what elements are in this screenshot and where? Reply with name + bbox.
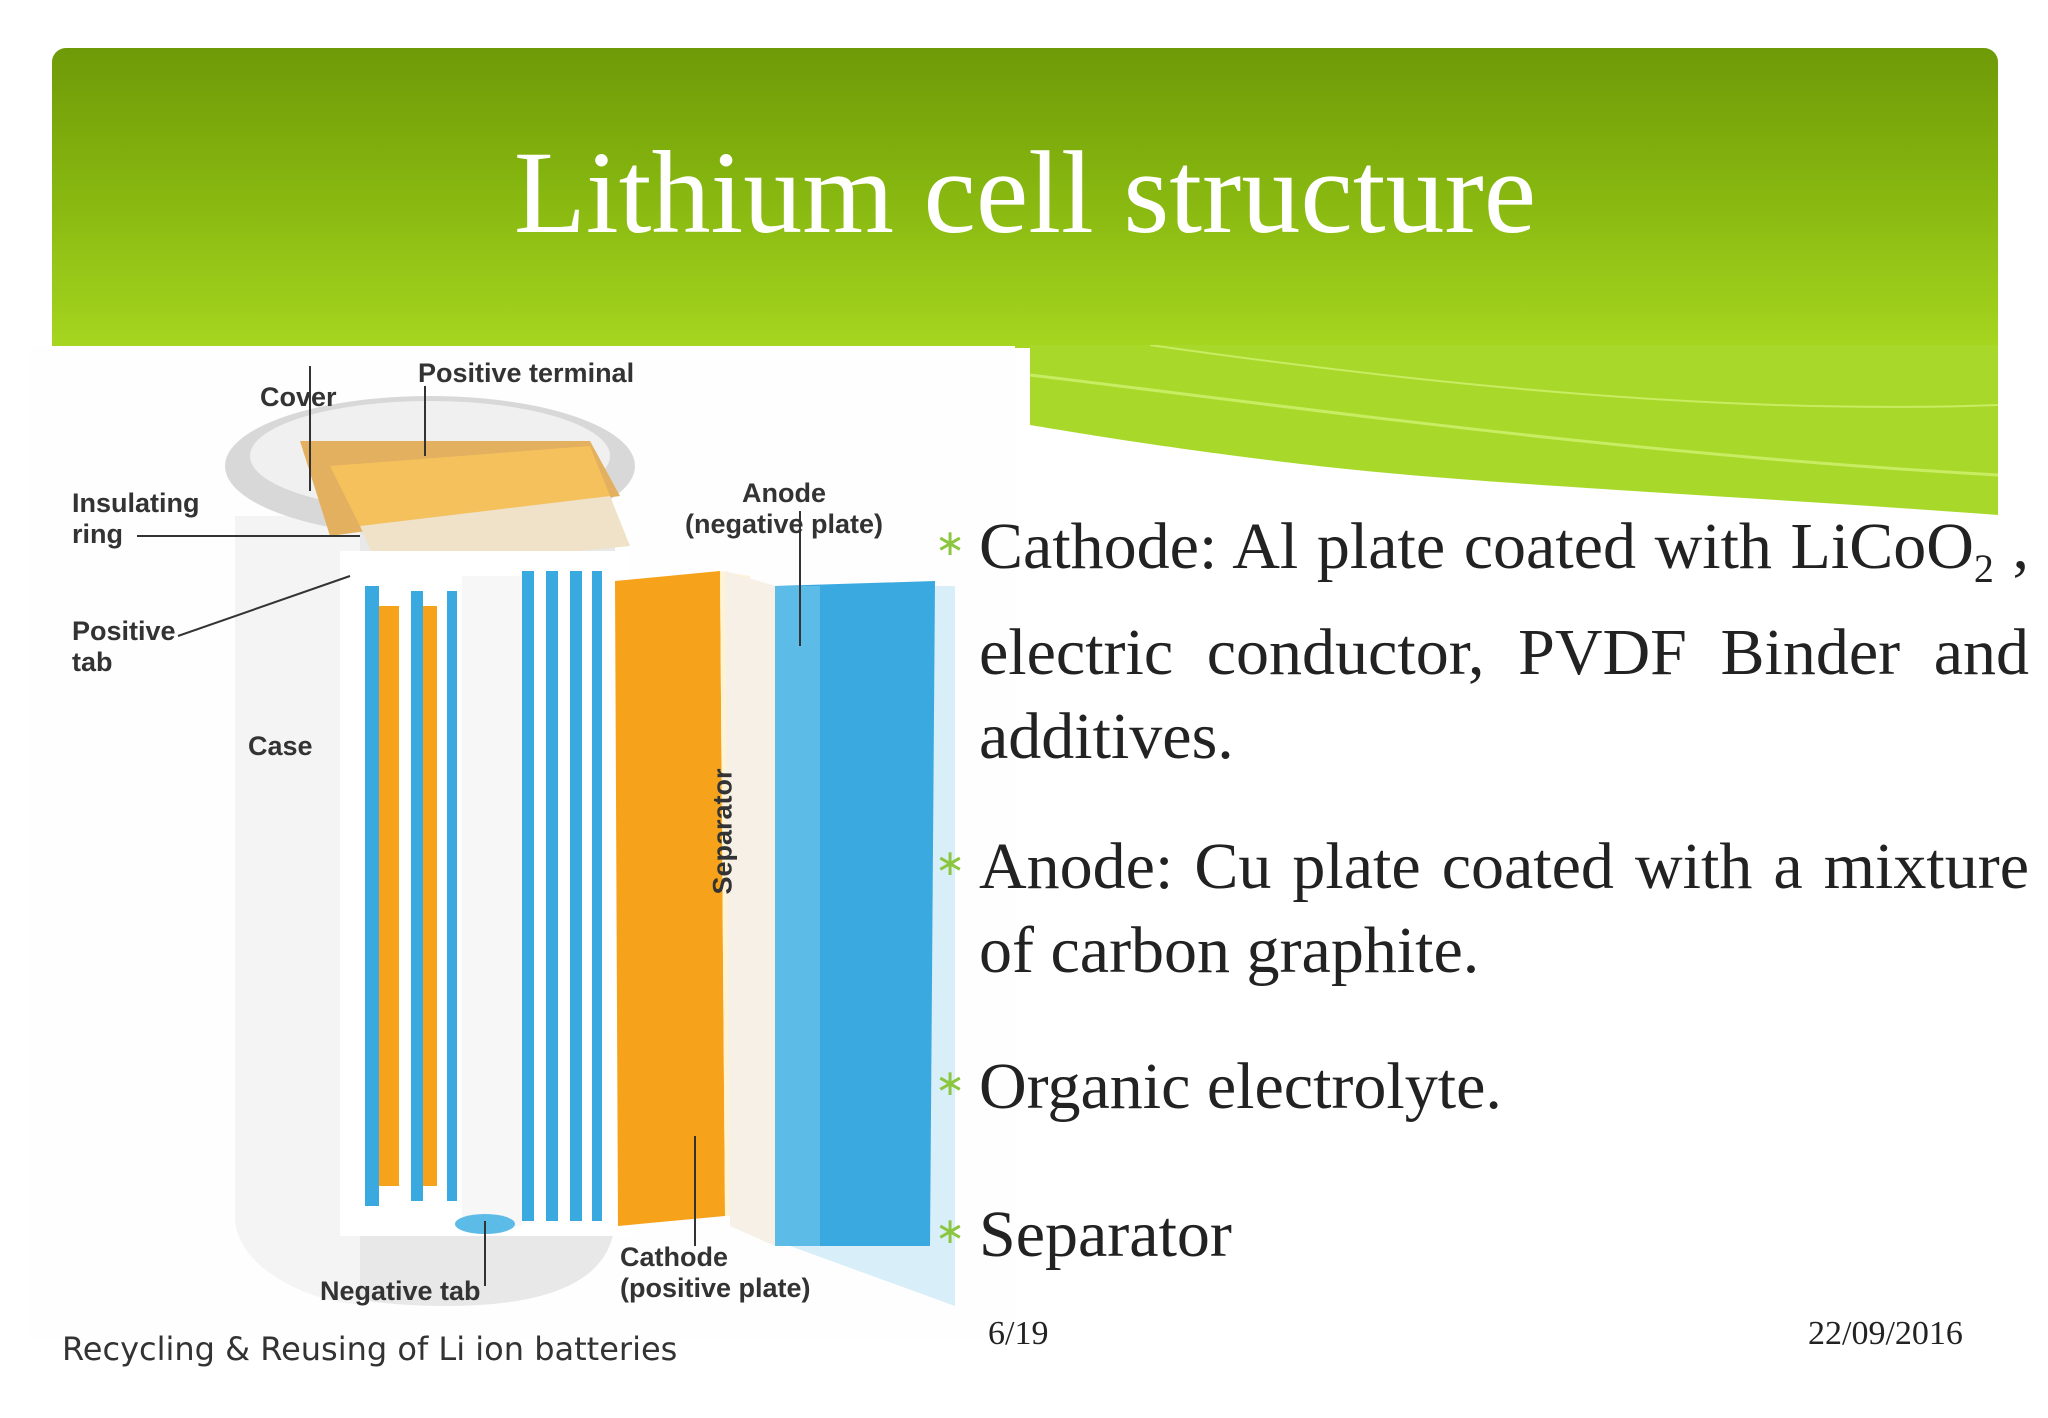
label-positive-tab: Positive tab: [72, 616, 176, 678]
battery-illustration: [137, 366, 955, 1306]
bullet-cathode-text-b: , electric conductor, PVDF Binder and ad…: [979, 510, 2030, 774]
footer-title: Recycling & Reusing of Li ion batteries: [62, 1330, 678, 1368]
label-cover: Cover: [260, 382, 337, 412]
label-positive-terminal: Positive terminal: [418, 358, 635, 388]
slide-title: Lithium cell structure: [513, 127, 1537, 258]
label-separator: Separator: [707, 768, 738, 895]
bullet-cathode-text-a: Cathode: Al plate coated with LiCoO: [979, 510, 1974, 583]
footer-date: 22/09/2016: [1808, 1315, 1963, 1352]
asterisk-icon: ∗: [935, 843, 966, 884]
bullet-separator-text: Separator: [979, 1198, 1232, 1271]
label-insulating-ring: Insulating ring: [72, 488, 200, 550]
label-cathode: Cathode (positive plate): [620, 1242, 811, 1304]
battery-diagram: Cover Positive terminal Insulating ring …: [30, 346, 1015, 1341]
page-number: 6/19: [988, 1315, 1049, 1352]
bullet-cathode-subscript: 2: [1973, 546, 1994, 592]
label-anode: Anode (negative plate): [685, 478, 884, 540]
label-case: Case: [248, 731, 313, 761]
label-negative-tab: Negative tab: [320, 1276, 481, 1306]
title-banner: [52, 48, 1998, 348]
asterisk-icon: ∗: [935, 1211, 966, 1252]
asterisk-icon: ∗: [935, 523, 966, 564]
decorative-wave: [1030, 345, 1998, 515]
bullet-electrolyte-text: Organic electrolyte.: [979, 1050, 1502, 1123]
bullet-anode-text: Anode: Cu plate coated with a mixture of…: [979, 830, 2029, 987]
asterisk-icon: ∗: [935, 1063, 966, 1104]
